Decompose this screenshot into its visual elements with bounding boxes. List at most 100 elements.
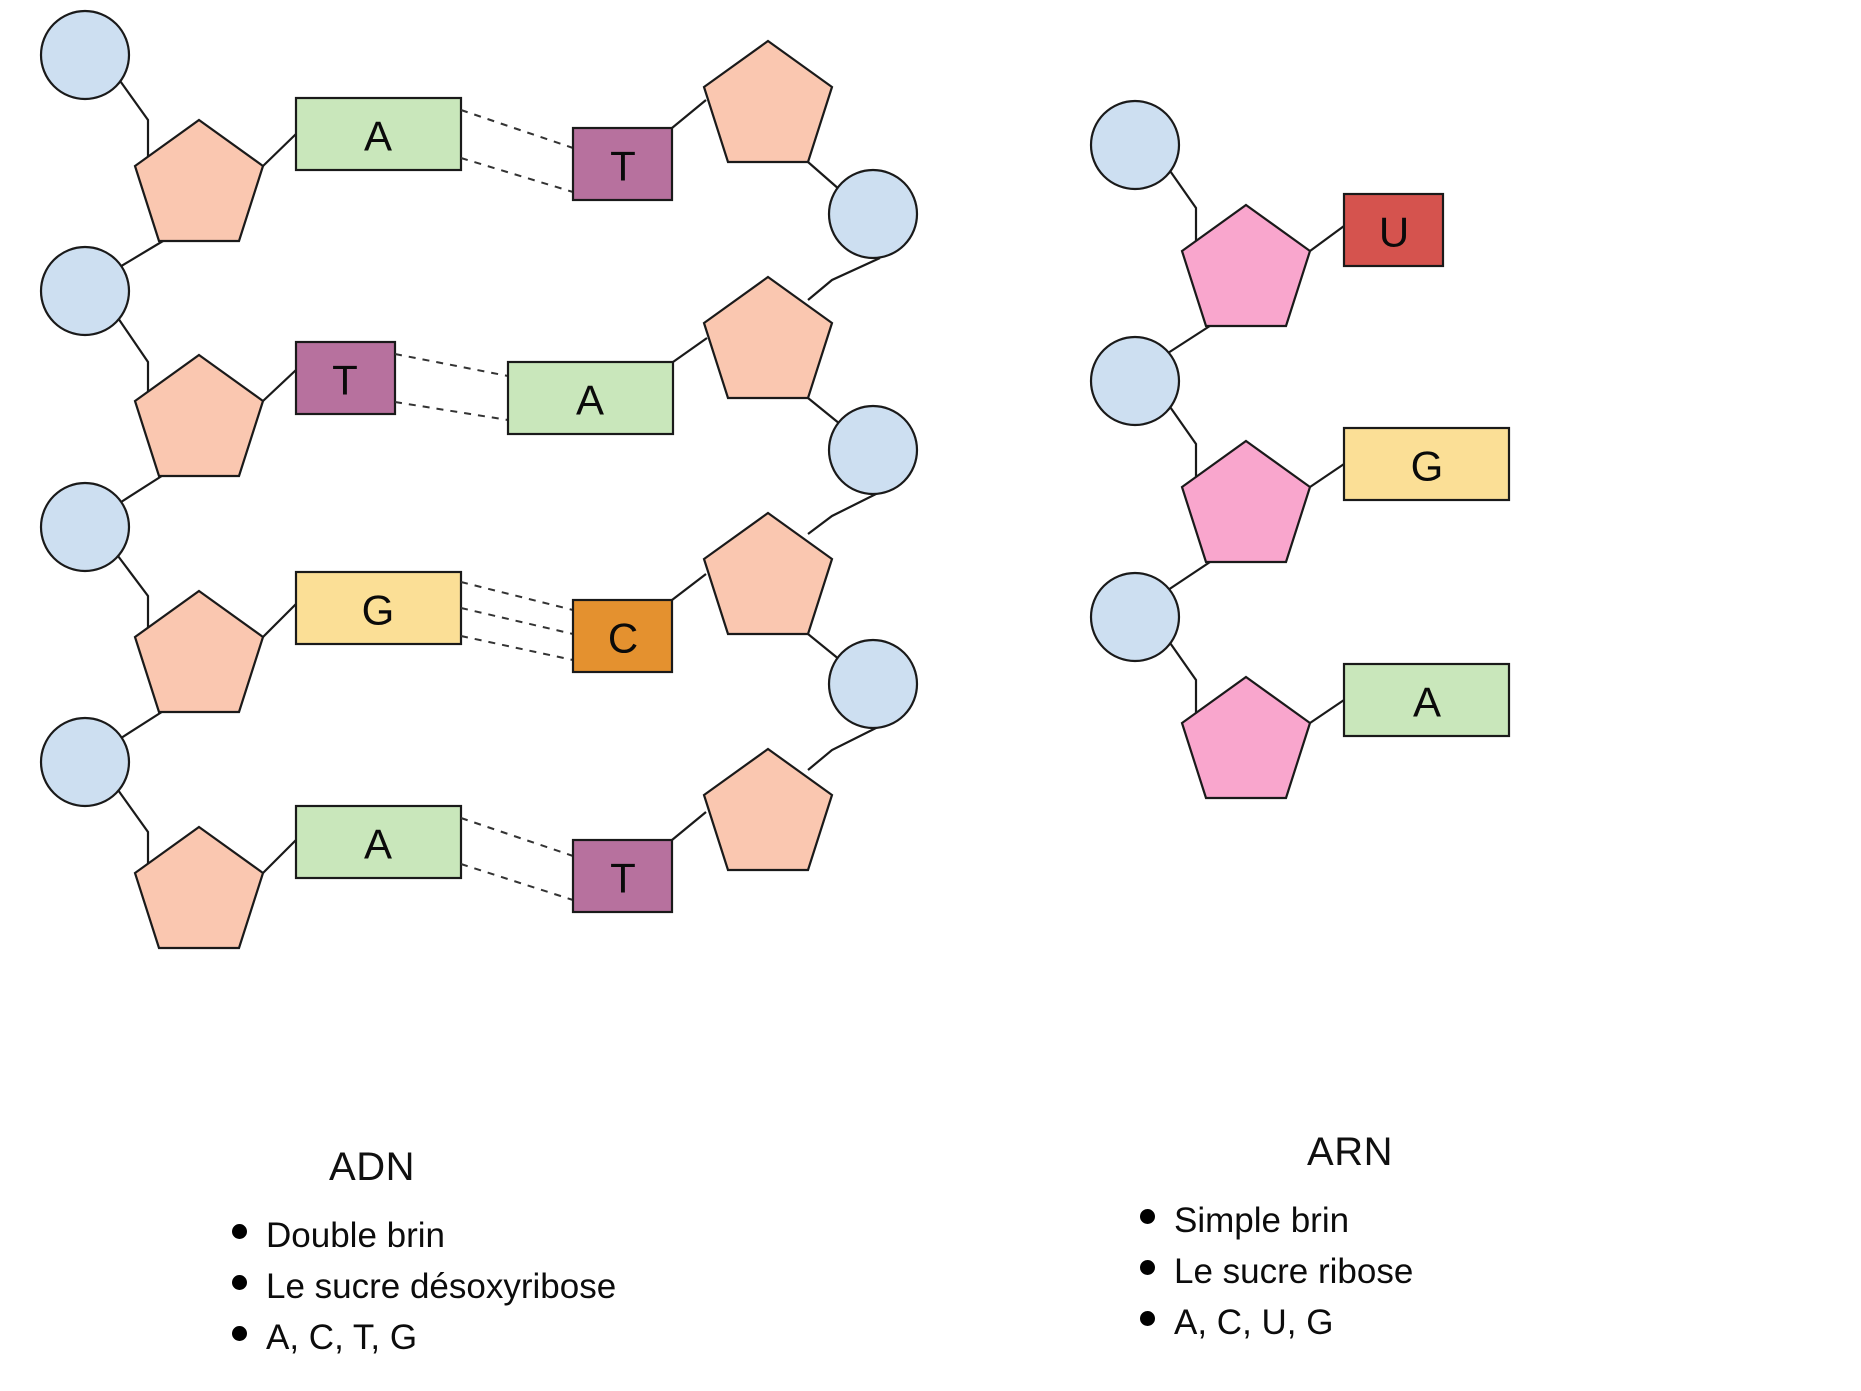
glycosidic-bond [671,811,707,841]
deoxyribose-pentagon [133,118,265,243]
base-rect-T [571,838,674,914]
hydrogen-bond [394,401,509,421]
phosphate-circle [827,168,919,260]
list-item-label: Double brin [266,1216,445,1255]
base-label: T [610,143,636,190]
hydrogen-bond [460,863,574,901]
phosphate-circle [39,716,131,808]
phosphodiester-link [807,491,881,535]
base-rect-A [506,360,675,436]
glycosidic-bond [262,603,297,638]
adn-bullet-list: Double brin Le sucre désoxyribose A, C, … [232,1216,852,1358]
glycosidic-bond [672,337,708,363]
base-rect-G [1342,426,1511,502]
list-item: A, C, U, G [1140,1303,1730,1343]
phosphodiester-link [807,257,881,301]
phosphodiester-link [117,77,150,172]
list-item: Le sucre désoxyribose [232,1267,852,1307]
arn-title: ARN [1307,1130,1393,1174]
base-rect-T [294,340,397,416]
base-rect-A [294,804,463,880]
phosphodiester-link [807,725,881,771]
base-label: A [364,821,392,868]
phosphodiester-link [117,471,169,505]
hydrogen-bond [460,607,574,635]
phosphodiester-link [117,707,169,741]
glycosidic-bond [262,839,297,874]
list-item-label: Simple brin [1174,1201,1350,1240]
adn-title: ADN [329,1145,415,1189]
phosphate-circle [1089,335,1181,427]
deoxyribose-pentagon [702,511,834,636]
phosphate-circle [827,404,919,496]
list-item: Double brin [232,1216,852,1256]
list-item-label: Le sucre ribose [1174,1252,1414,1291]
bullet-icon [232,1224,247,1239]
glycosidic-bond [262,369,297,402]
base-label: T [610,855,636,902]
list-item: Simple brin [1140,1201,1730,1241]
deoxyribose-pentagon [133,353,265,478]
arn-bases: U G A [1342,192,1511,738]
hydrogen-bond [460,157,574,193]
hydrogen-bond [394,353,509,377]
ribose-pentagon [1180,439,1312,564]
base-rect-G [294,570,463,646]
list-item: Le sucre ribose [1140,1252,1730,1292]
deoxyribose-pentagon [702,275,834,400]
base-rect-A [294,96,463,172]
glycosidic-bond [1309,463,1345,488]
deoxyribose-pentagon [133,825,265,950]
base-rect-T [571,126,674,202]
phosphate-circle [39,9,131,101]
phosphate-circle [39,481,131,573]
base-label: A [1413,679,1441,726]
adn-legend: ADN Double brin Le sucre désoxyribose A,… [232,1145,852,1369]
hydrogen-bond-group [394,109,574,901]
base-label: C [608,615,638,662]
base-rect-A [1342,662,1511,738]
hydrogen-bond [460,581,574,611]
list-item-label: A, C, T, G [266,1318,418,1357]
arn-legend: ARN Simple brin Le sucre ribose A, C, U,… [1110,1130,1730,1354]
bullet-icon [232,1326,247,1341]
base-rect-C [571,598,674,674]
hydrogen-bond [460,109,574,149]
base-label: T [332,357,358,404]
ribose-pentagon [1180,203,1312,328]
bullet-icon [232,1275,247,1290]
arn-backbone [1089,99,1345,800]
deoxyribose-pentagon [702,39,834,164]
phosphodiester-link [807,633,841,661]
phosphate-circle [827,638,919,730]
phosphodiester-link [117,237,169,269]
phosphate-circle [1089,99,1181,191]
adn-left-backbone [39,9,297,950]
base-label: G [1411,443,1444,490]
phosphate-circle [39,245,131,337]
bullet-icon [1140,1260,1155,1275]
bullet-icon [1140,1311,1155,1326]
phosphate-circle [1089,571,1181,663]
list-item: A, C, T, G [232,1318,852,1358]
hydrogen-bond [460,817,574,857]
deoxyribose-pentagon [133,589,265,714]
deoxyribose-pentagon [702,747,834,872]
bullet-icon [1140,1209,1155,1224]
phosphodiester-link [1167,321,1217,354]
adn-right-backbone: T A C T [506,39,919,914]
phosphodiester-link [807,161,841,191]
glycosidic-bond [671,573,707,601]
base-label: G [362,587,395,634]
base-label: A [364,113,392,160]
list-item-label: Le sucre désoxyribose [266,1267,617,1306]
glycosidic-bond [1309,225,1345,252]
base-rect-U [1342,192,1445,268]
base-label: A [576,377,604,424]
phosphodiester-link [1167,557,1217,591]
phosphodiester-link [807,397,841,425]
hydrogen-bond [460,635,574,661]
base-label: U [1379,209,1409,256]
